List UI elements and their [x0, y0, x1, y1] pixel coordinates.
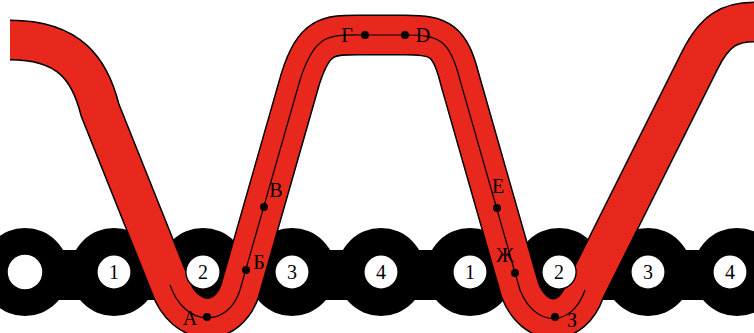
numbered-circle: 4 — [363, 254, 399, 290]
point-dot — [493, 204, 501, 212]
numbered-circle: 1 — [452, 254, 488, 290]
numbered-circle: 1 — [96, 254, 132, 290]
point-letter: Г — [341, 25, 353, 45]
point-dot — [260, 203, 268, 211]
point-dot — [242, 266, 250, 274]
numbered-circle: 2 — [185, 254, 221, 290]
circle-number: 2 — [198, 262, 208, 282]
point-letter: Ж — [496, 245, 514, 265]
band-scallop — [693, 228, 754, 316]
point-letter: Е — [492, 176, 504, 196]
point-dot — [551, 313, 559, 321]
numbered-circle: 4 — [712, 254, 748, 290]
circle-number: 4 — [376, 262, 386, 282]
circle-shape — [186, 255, 220, 289]
circle-number: 1 — [465, 262, 475, 282]
numbered-circle: 3 — [274, 254, 310, 290]
point-dots — [203, 31, 559, 321]
circle-shape — [453, 255, 487, 289]
circle-shape — [631, 255, 665, 289]
numbered-circle: 2 — [541, 254, 577, 290]
thread-outline — [10, 22, 754, 319]
numbered-circle: 3 — [630, 254, 666, 290]
empty-circle — [7, 254, 43, 290]
point-letter: Б — [253, 252, 264, 272]
thread-centerline — [170, 35, 585, 319]
circle-shape — [275, 255, 309, 289]
point-dot — [401, 31, 409, 39]
circle-number: 3 — [643, 262, 653, 282]
red-thread — [10, 22, 754, 319]
circle-shape — [97, 255, 131, 289]
circle-number: 4 — [725, 262, 735, 282]
point-dot — [361, 31, 369, 39]
point-letter: В — [269, 180, 282, 200]
circle-shape — [542, 255, 576, 289]
circle-number: 2 — [554, 262, 564, 282]
circle-shape — [713, 255, 747, 289]
black-band — [0, 228, 754, 316]
circle-number: 1 — [109, 262, 119, 282]
point-letter: З — [567, 310, 577, 330]
band-scallop — [0, 228, 69, 316]
point-letter: А — [183, 308, 197, 328]
point-letter: D — [416, 25, 430, 45]
band-scallop — [337, 228, 425, 316]
circle-shape — [364, 255, 398, 289]
circle-number: 3 — [287, 262, 297, 282]
point-dot — [203, 313, 211, 321]
point-dot — [511, 269, 519, 277]
